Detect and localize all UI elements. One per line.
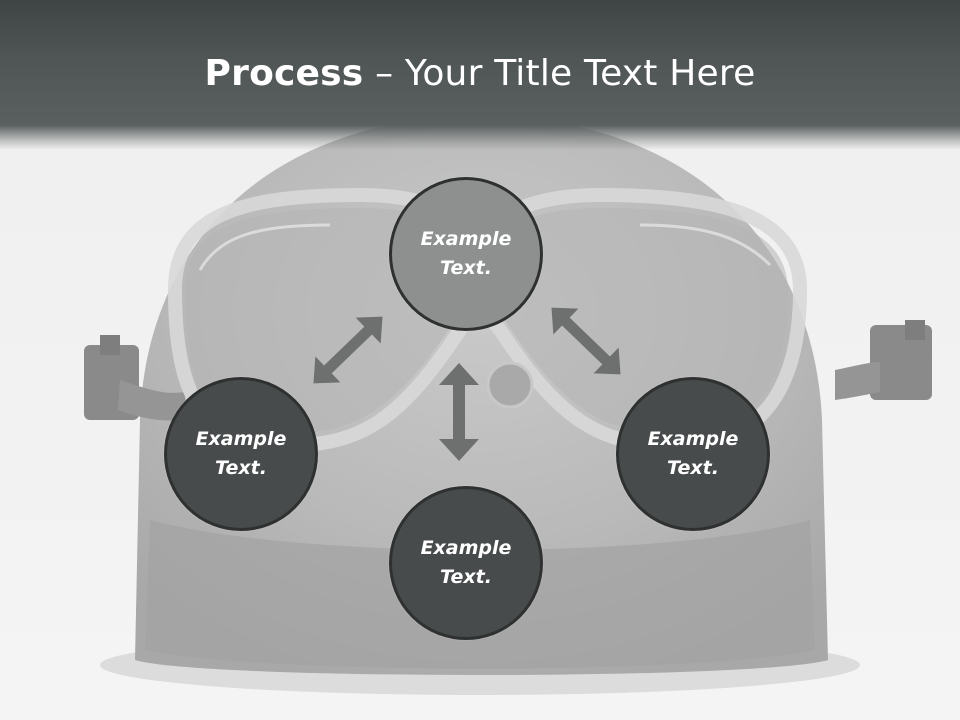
- process-node-top: Example Text.: [389, 177, 543, 331]
- node-top-line1: Example: [420, 228, 512, 250]
- slide-title: Process – Your Title Text Here: [0, 52, 960, 96]
- node-bottom-line2: Text.: [440, 566, 492, 588]
- title-bold: Process: [204, 53, 364, 94]
- process-node-bottom: Example Text.: [389, 486, 543, 640]
- node-left-line1: Example: [195, 428, 287, 450]
- process-node-right: Example Text.: [616, 377, 770, 531]
- double-arrow-vertical: [439, 363, 479, 461]
- title-separator: –: [363, 53, 405, 94]
- double-arrow-left: [313, 316, 383, 384]
- node-bottom-line1: Example: [420, 537, 512, 559]
- node-right-line1: Example: [647, 428, 739, 450]
- double-arrow-right: [551, 307, 621, 375]
- node-left-line2: Text.: [215, 457, 267, 479]
- process-node-left: Example Text.: [164, 377, 318, 531]
- title-rest: Your Title Text Here: [404, 53, 756, 94]
- node-right-line2: Text.: [667, 457, 719, 479]
- node-top-line2: Text.: [440, 257, 492, 279]
- title-band: [0, 0, 960, 150]
